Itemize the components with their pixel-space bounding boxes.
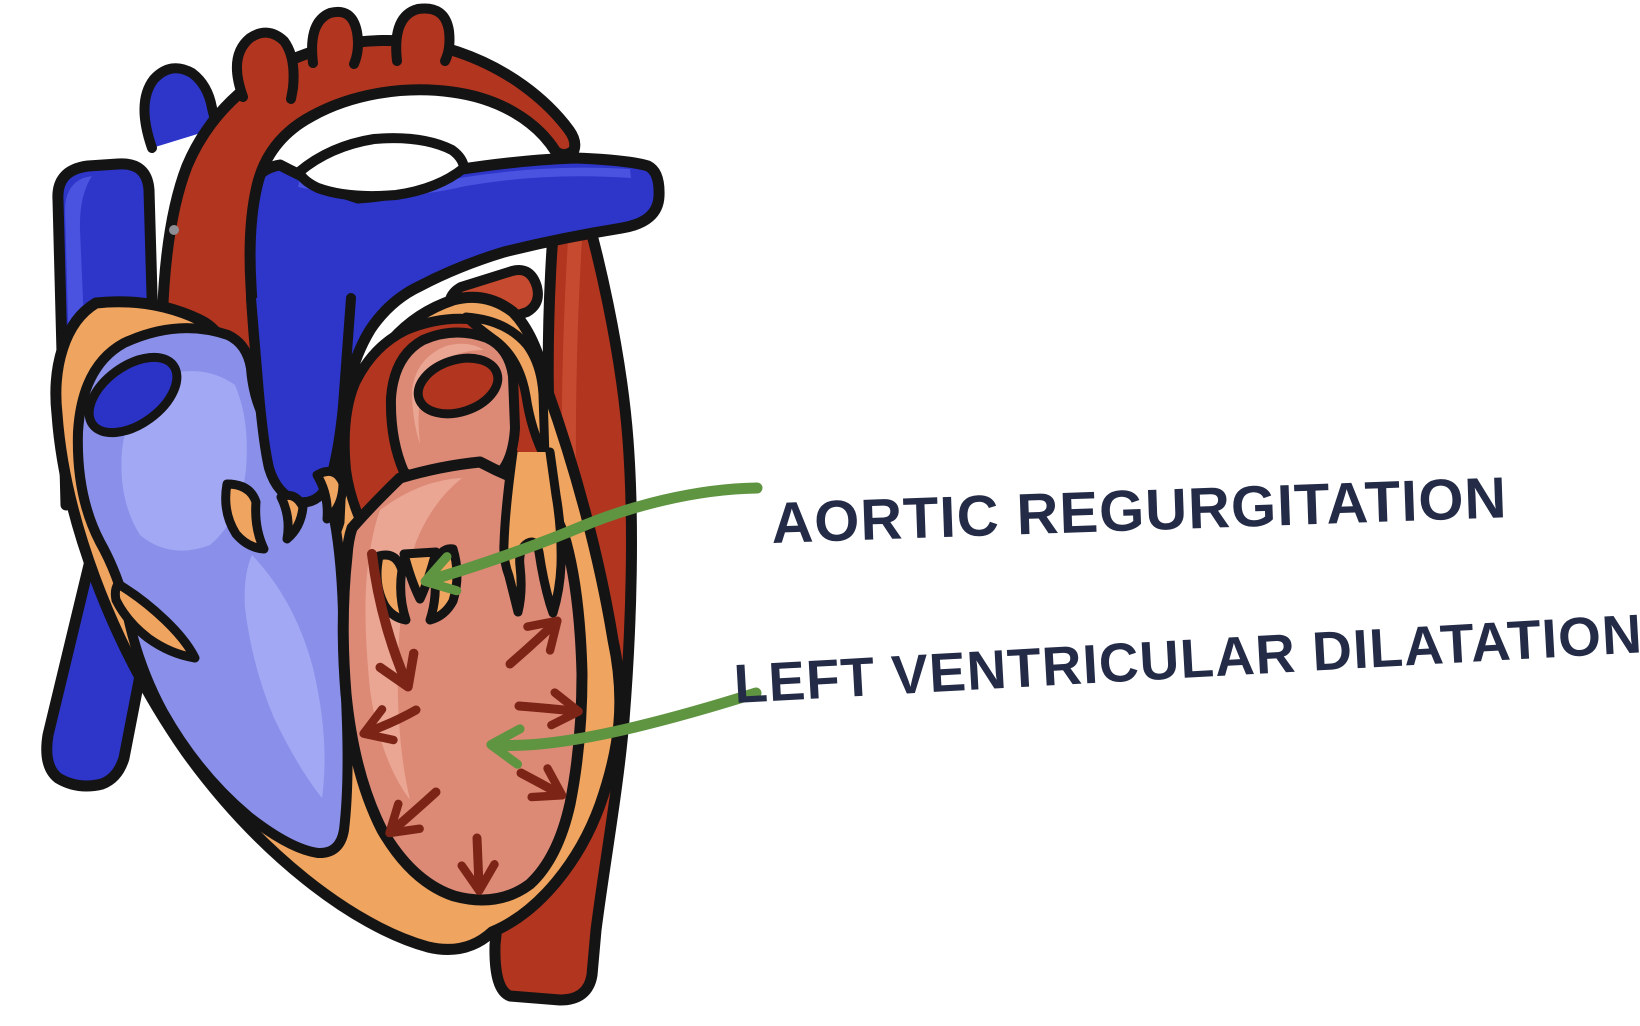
dilatation-arrow-right: [514, 688, 583, 730]
subclavian-branch-stub: [391, 3, 455, 66]
dilatation-arrow-down: [457, 833, 499, 895]
aortic-arch-window: [294, 133, 469, 202]
right-ventricle-highlight: [244, 555, 325, 798]
gray-speck: [169, 225, 179, 235]
tricuspid-valve-leaflet-2: [276, 490, 308, 544]
lv-dilatation-label: LEFT VENTRICULAR DILATATION: [732, 602, 1640, 715]
regurgitation-jet-arrow: [367, 549, 419, 692]
aortic-regurgitation-pointer-arrow: [420, 482, 763, 596]
aortic-regurgitation-label: AORTIC REGURGITATION: [770, 465, 1508, 556]
dilatation-arrow-left: [359, 705, 421, 745]
pulmonary-vein-opening: [413, 353, 503, 419]
pulmonary-branch-stub: [139, 63, 222, 153]
tricuspid-valve-leaflet-3: [312, 466, 348, 524]
dilatation-arrow-upper-right: [505, 616, 562, 669]
aortic-arch: [156, 35, 581, 440]
vena-cava-opening: [84, 352, 182, 438]
tricuspid-valve-leaflet-1: [221, 479, 269, 554]
dilatation-arrow-lower-left: [385, 787, 441, 838]
atrial-wall-flap: [110, 579, 200, 663]
dilatation-arrow-lower-right: [516, 764, 567, 802]
lv-dilatation-pointer-arrow: [486, 687, 762, 769]
carotid-branch-stub: [307, 6, 363, 69]
brachiocephalic-branch-stub: [231, 27, 299, 104]
